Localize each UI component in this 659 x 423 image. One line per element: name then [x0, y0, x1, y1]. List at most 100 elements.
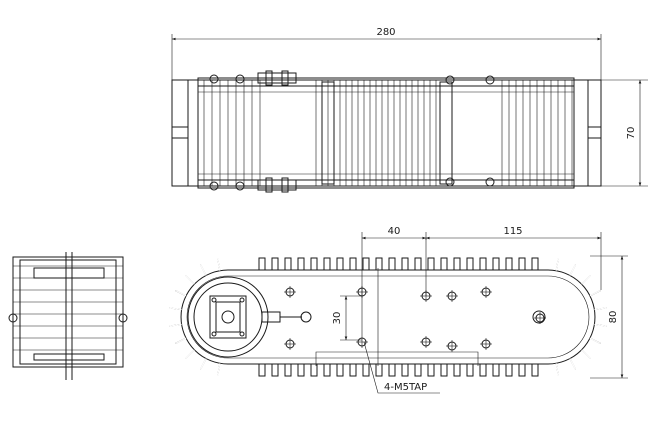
tensioner-block [261, 311, 281, 323]
bolt-head [281, 70, 289, 86]
top-divider [321, 81, 335, 185]
side-cleat-top [323, 257, 331, 271]
top-view-cleats [203, 80, 573, 186]
side-cleat-top [427, 257, 435, 271]
tensioner-knob [300, 311, 312, 323]
fastener [235, 74, 245, 84]
side-cleat-bottom [401, 363, 409, 377]
side-cleat-top [479, 257, 487, 271]
screw [239, 331, 245, 337]
side-cleat-arc-inner [555, 258, 559, 271]
side-cleat-bottom [427, 363, 435, 377]
dimension-label-280: 280 [376, 27, 395, 38]
side-cleat-bottom [349, 363, 357, 377]
side-cleat-top [375, 257, 383, 271]
side-cleat-bottom [440, 363, 448, 377]
side-cleat-top [518, 257, 526, 271]
side-cleat-arc-inner [589, 337, 601, 345]
side-cleat-bottom [271, 363, 279, 377]
fastener [235, 181, 245, 191]
fastener [485, 177, 495, 187]
side-cleat-top [284, 257, 292, 271]
side-cleat-top [440, 257, 448, 271]
leader-line-tap [363, 341, 440, 394]
side-cleat-arc-inner [569, 358, 577, 370]
side-cleat-bottom [336, 363, 344, 377]
fastener [485, 75, 495, 85]
side-cleat-arc-inner [199, 358, 207, 370]
fastener [209, 181, 219, 191]
side-cleat-bottom [466, 363, 474, 377]
end-view-slats [13, 265, 123, 351]
side-cleat-arc-inner [175, 289, 187, 297]
mounting-holes [284, 286, 546, 352]
top-view-frame [171, 79, 602, 187]
fastener [445, 177, 455, 187]
bolt-head [265, 177, 273, 193]
motor-bracket-bottom [257, 179, 297, 191]
side-cleat-top [349, 257, 357, 271]
side-cleat-arc-inner [175, 337, 187, 345]
end-fastener-right [118, 313, 128, 323]
side-cleat-bottom [531, 363, 539, 377]
screw [211, 331, 217, 337]
end-view-frame [12, 256, 124, 368]
top-view: 280 70 [171, 27, 648, 193]
side-cleat-arc-inner [217, 258, 221, 271]
dimension-label-30: 30 [332, 312, 343, 325]
side-cleat-top [492, 257, 500, 271]
side-view: 40 115 30 80 4-M5TAP [169, 226, 628, 394]
side-cleat-arc-inner [594, 307, 607, 311]
side-cleat-arc-inner [185, 275, 195, 285]
side-cleat-arc-inner [169, 307, 182, 311]
motor-bracket-top [257, 72, 297, 84]
track-inner [186, 275, 590, 359]
side-cleat-top [297, 257, 305, 271]
bolt-head [281, 177, 289, 193]
dimension-label-40: 40 [388, 226, 401, 237]
side-cleat-top [505, 257, 513, 271]
side-cleat-bottom [284, 363, 292, 377]
dimension-label-80: 80 [608, 311, 619, 324]
side-cleat-top [271, 257, 279, 271]
side-cleat-top [453, 257, 461, 271]
screw [239, 297, 245, 303]
side-cleat-bottom [323, 363, 331, 377]
frame-channel [315, 351, 479, 366]
side-cleat-top [414, 257, 422, 271]
side-cleat-top [531, 257, 539, 271]
drive-pulley [187, 276, 269, 358]
side-cleat-arc-inner [594, 323, 607, 327]
belt-body [197, 77, 575, 189]
side-cleat-arc-inner [169, 323, 182, 327]
side-cleat-top [258, 257, 266, 271]
side-cleat-bottom [479, 363, 487, 377]
track-body [180, 269, 596, 365]
side-cleat-bottom [518, 363, 526, 377]
side-cleat-bottom [258, 363, 266, 377]
side-cleat-arc-inner [199, 264, 207, 276]
dimension-label-70: 70 [626, 127, 637, 140]
end-view-block [33, 353, 105, 361]
top-divider [439, 81, 453, 185]
tap-callout-label: 4-M5TAP [384, 382, 427, 393]
side-cleat-arc-inner [589, 289, 601, 297]
side-cleat-bottom [297, 363, 305, 377]
side-cleat-bottom [388, 363, 396, 377]
side-cleat-arc-inner [581, 349, 591, 359]
side-cleat-bottom [505, 363, 513, 377]
side-cleat-arc-inner [217, 363, 221, 376]
end-view-block [33, 267, 105, 279]
fastener [209, 74, 219, 84]
idler-pulley [532, 310, 546, 324]
side-cleat-top [401, 257, 409, 271]
side-cleat-bottom [414, 363, 422, 377]
side-cleat-top [362, 257, 370, 271]
side-cleat-bottom [375, 363, 383, 377]
side-cleat-bottom [453, 363, 461, 377]
drive-pulley-inner [193, 282, 263, 352]
fastener [445, 75, 455, 85]
screw [211, 297, 217, 303]
side-cleat-arc-inner [185, 349, 195, 359]
